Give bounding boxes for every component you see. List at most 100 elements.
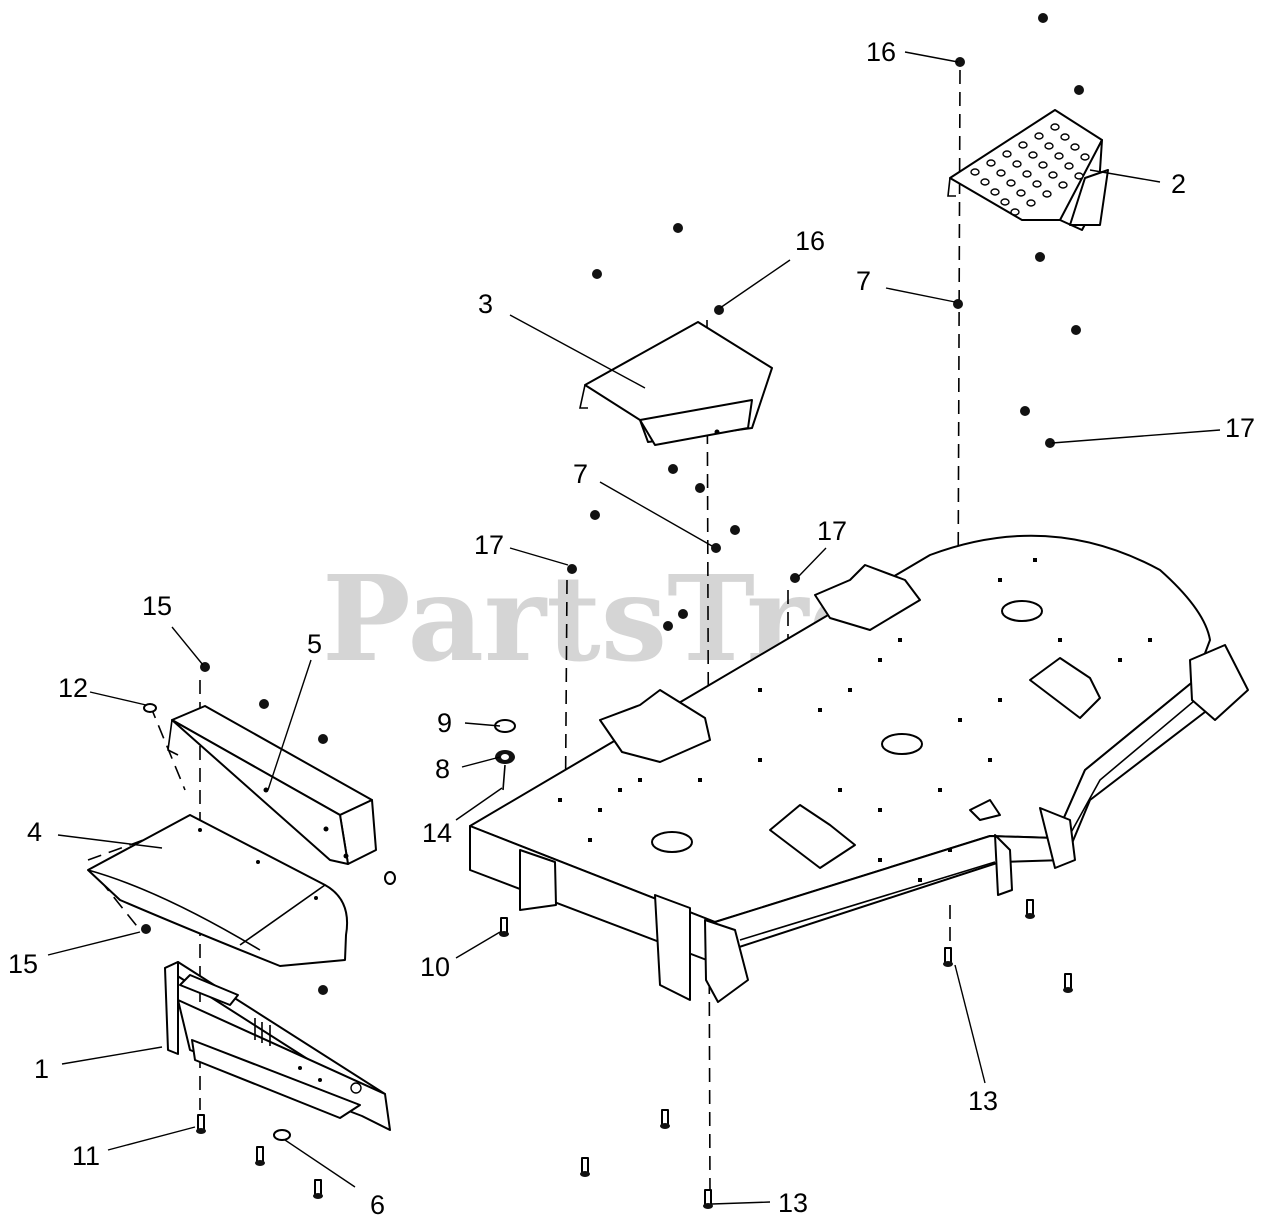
nut-icon xyxy=(259,699,269,709)
nut-icon xyxy=(1020,406,1030,416)
nut-icon xyxy=(1045,438,1055,448)
deck-mark xyxy=(988,758,992,762)
perforation-hole xyxy=(1000,198,1010,206)
deck-mark xyxy=(558,798,562,802)
deck-marks xyxy=(558,558,1152,882)
nut-icon xyxy=(673,223,683,233)
bolt-icon xyxy=(499,917,509,937)
part-3-shield[interactable] xyxy=(579,321,773,446)
perforation-hole xyxy=(1016,189,1026,197)
callout-8: 8 xyxy=(435,754,450,784)
bolt-icon xyxy=(580,1157,590,1177)
deck-mark xyxy=(958,718,962,722)
callout-7-mid: 7 xyxy=(573,459,588,489)
nut-icon xyxy=(730,525,740,535)
deck-mark xyxy=(1033,558,1037,562)
deck-mark xyxy=(598,808,602,812)
callout-13-bottom: 13 xyxy=(778,1188,808,1218)
perforation-hole xyxy=(1058,181,1068,189)
nut-icon xyxy=(668,464,678,474)
callout-1: 1 xyxy=(34,1054,49,1084)
perforation-hole xyxy=(986,159,996,167)
callout-16-mid: 16 xyxy=(795,226,825,256)
perforation-hole xyxy=(1038,161,1048,169)
mower-deck[interactable] xyxy=(469,534,1249,1003)
nut-icon xyxy=(955,57,965,67)
part-2-step-plate[interactable] xyxy=(947,109,1109,231)
bolt-icon xyxy=(313,1179,323,1199)
perforation-hole xyxy=(1028,151,1038,159)
bolt-icon xyxy=(703,1189,713,1209)
perforation-hole xyxy=(996,169,1006,177)
nut-icon xyxy=(678,609,688,619)
perforation-hole xyxy=(1048,171,1058,179)
perforation-hole xyxy=(1032,180,1042,188)
deck-mark xyxy=(918,878,922,882)
perforation-holes xyxy=(970,123,1090,216)
callout-7-top: 7 xyxy=(856,266,871,296)
knob-icon xyxy=(494,719,516,791)
callout-10: 10 xyxy=(420,952,450,982)
callout-3: 3 xyxy=(478,289,493,319)
deck-mark xyxy=(898,638,902,642)
perforation-hole xyxy=(1070,143,1080,151)
perforation-hole xyxy=(1026,199,1036,207)
deck-mark xyxy=(998,578,1002,582)
nut-icon xyxy=(695,483,705,493)
part-4-cover[interactable] xyxy=(87,814,348,967)
deck-mark xyxy=(998,698,1002,702)
part-5-front-bracket[interactable] xyxy=(167,705,377,865)
deck-mark xyxy=(948,848,952,852)
part-1-mount-bracket[interactable] xyxy=(164,961,391,1131)
deck-mark xyxy=(698,778,702,782)
perforation-hole xyxy=(1044,142,1054,150)
leader-lines xyxy=(47,51,1221,1205)
nut-icon xyxy=(1071,325,1081,335)
perforation-hole xyxy=(1060,133,1070,141)
bolt-icon xyxy=(1063,973,1073,993)
clip-icon xyxy=(273,1129,291,1141)
nut-icon xyxy=(318,734,328,744)
deck-mark xyxy=(758,688,762,692)
bolt-icon xyxy=(255,1146,265,1166)
alignment-lines xyxy=(87,69,961,1196)
deck-mark xyxy=(848,688,852,692)
perforation-hole xyxy=(980,178,990,186)
callout-6: 6 xyxy=(370,1190,385,1220)
callout-2: 2 xyxy=(1171,169,1186,199)
nut-icon xyxy=(1074,85,1084,95)
nut-icon xyxy=(318,985,328,995)
callout-15-top: 15 xyxy=(142,591,172,621)
deck-mark xyxy=(938,788,942,792)
perforation-hole xyxy=(990,188,1000,196)
perforation-hole xyxy=(1080,153,1090,161)
bolt-icon xyxy=(1025,899,1035,919)
perforation-hole xyxy=(970,168,980,176)
callout-17-right: 17 xyxy=(1225,413,1255,443)
callout-17-left: 17 xyxy=(474,530,504,560)
callout-5: 5 xyxy=(307,629,322,659)
callout-17-center: 17 xyxy=(817,516,847,546)
perforation-hole xyxy=(1012,160,1022,168)
callout-14: 14 xyxy=(422,818,452,848)
deck-mark xyxy=(818,708,822,712)
nut-icon xyxy=(663,621,673,631)
deck-mark xyxy=(588,838,592,842)
deck-mark xyxy=(758,758,762,762)
deck-mark xyxy=(638,778,642,782)
callout-11: 11 xyxy=(72,1141,100,1171)
clip-icon xyxy=(384,871,396,885)
callout-labels: 16 2 16 7 3 17 7 17 17 15 5 12 9 8 14 4 … xyxy=(8,37,1255,1220)
hardware xyxy=(141,13,1084,1209)
perforation-hole xyxy=(1010,208,1020,216)
perforation-hole xyxy=(1042,190,1052,198)
deck-mark xyxy=(1118,658,1122,662)
perforation-hole xyxy=(1074,172,1084,180)
deck-mark xyxy=(618,788,622,792)
nut-icon xyxy=(711,543,721,553)
deck-mark xyxy=(878,858,882,862)
perforation-hole xyxy=(1050,123,1060,131)
perforation-hole xyxy=(1022,170,1032,178)
clip-icon xyxy=(143,703,157,713)
perforation-hole xyxy=(1018,141,1028,149)
